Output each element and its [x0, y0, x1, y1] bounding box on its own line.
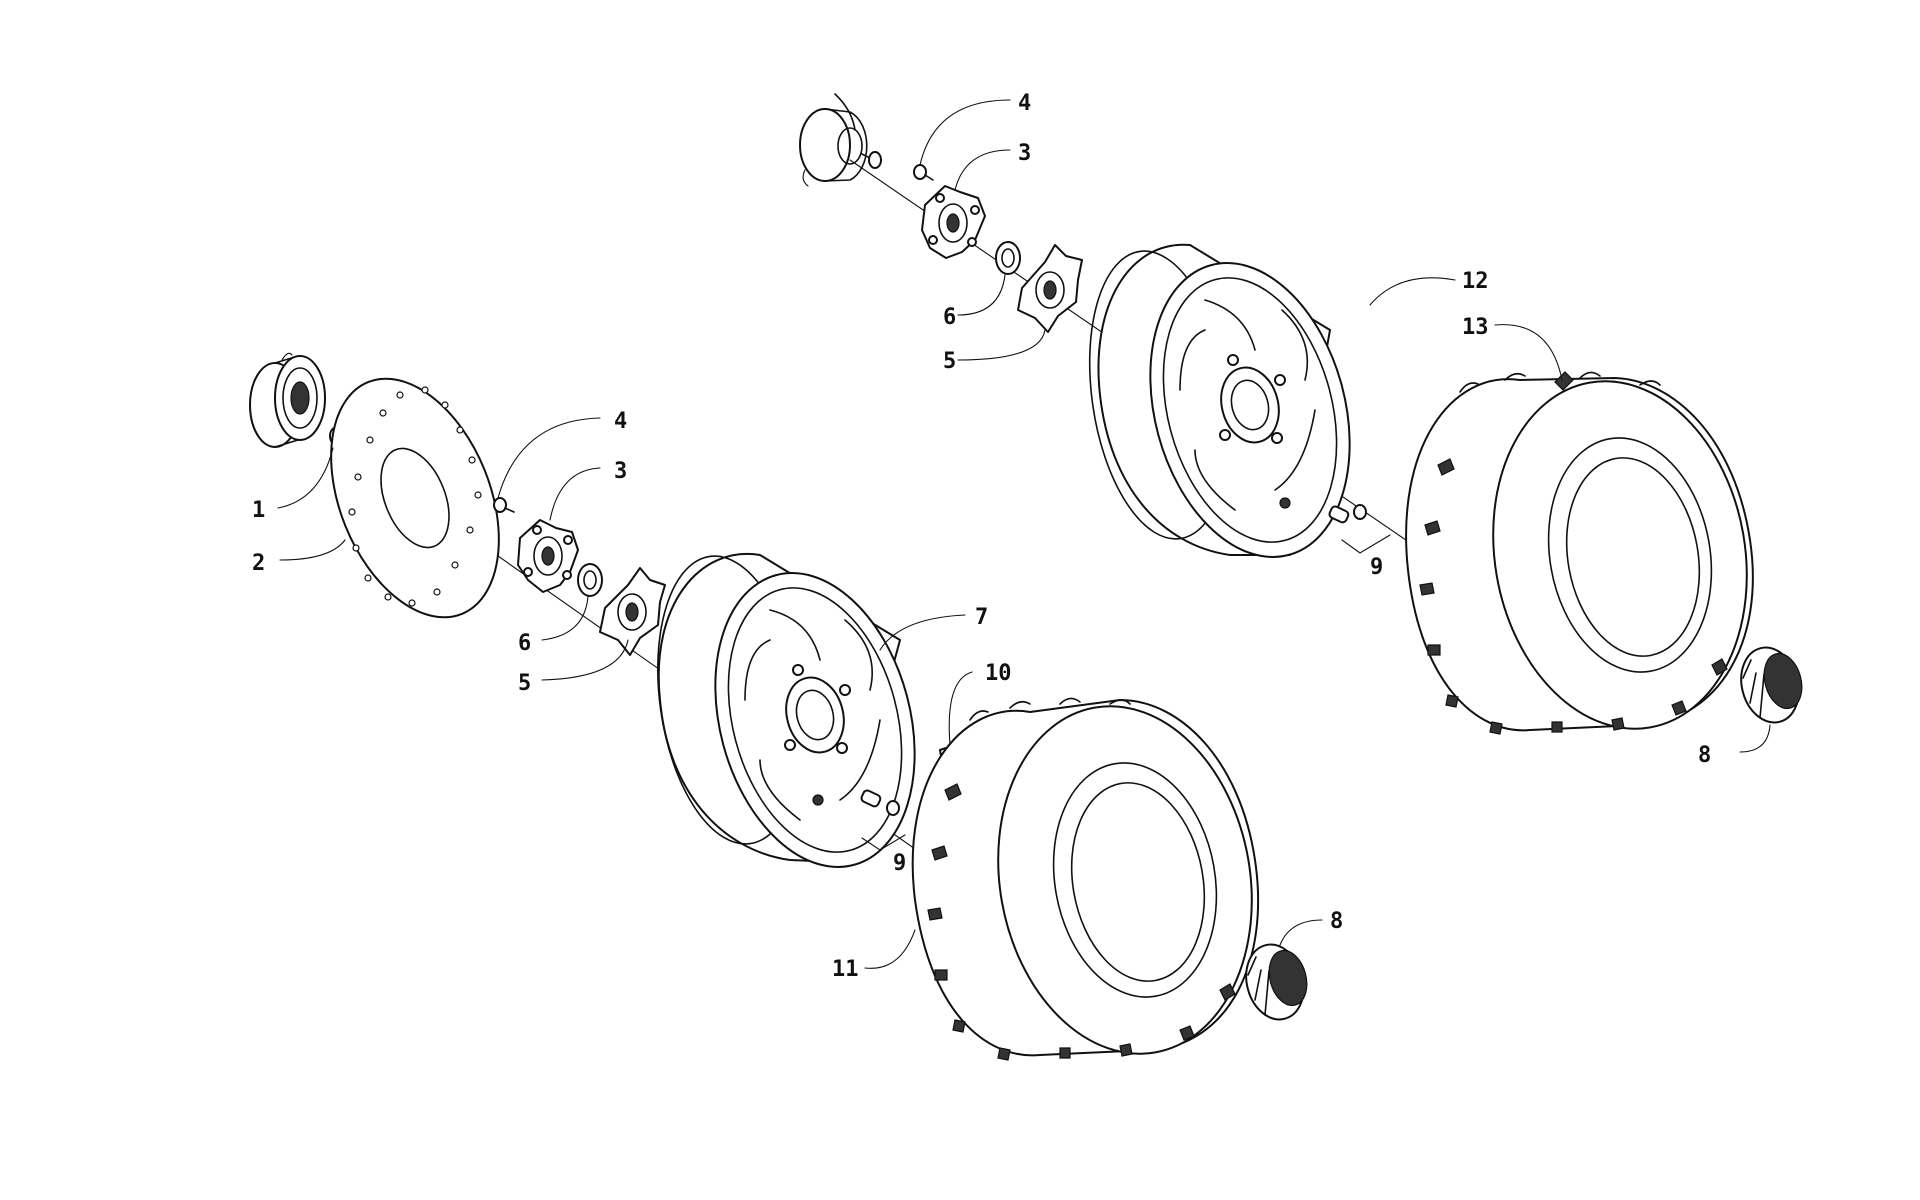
axle-bearing-lower [249, 352, 326, 448]
axle-nut-lower [577, 563, 603, 597]
valve-stem-lower [860, 789, 900, 816]
wheel-hub-lower [517, 519, 579, 593]
callout-3: 3 [1018, 141, 1031, 166]
tire-upper [1405, 371, 1754, 735]
callout-12: 12 [1462, 269, 1489, 294]
callout-1: 1 [252, 498, 265, 523]
callout-2: 2 [252, 551, 265, 576]
wheel-hub-upper [921, 185, 986, 259]
tire-lower [911, 697, 1260, 1061]
callout-9: 9 [1370, 555, 1383, 580]
callout-7: 7 [975, 605, 988, 630]
callout-9: 9 [893, 851, 906, 876]
callout-10: 10 [985, 661, 1012, 686]
brake-disc [330, 377, 500, 619]
valve-stem-upper [1328, 504, 1367, 524]
leader-lines [277, 99, 1771, 969]
wheel-rim-upper [1088, 243, 1351, 558]
callout-labels: 1 2 3 3 4 4 5 5 6 6 7 8 8 9 9 10 11 12 1… [252, 91, 1711, 982]
retainer-plate-upper [1017, 244, 1083, 333]
hub-cap-upper [1740, 646, 1803, 724]
callout-4: 4 [614, 409, 627, 434]
callout-6: 6 [943, 305, 956, 330]
wheel-stud-upper [913, 164, 934, 181]
callout-6: 6 [518, 631, 531, 656]
axle-nut-upper [995, 241, 1021, 275]
callout-8: 8 [1330, 909, 1343, 934]
axle-stub-upper [799, 93, 882, 187]
callout-5: 5 [518, 671, 531, 696]
wheel-stud-lower [493, 497, 515, 513]
callout-3: 3 [614, 459, 627, 484]
hub-cap-lower [1245, 943, 1308, 1021]
callout-5: 5 [943, 349, 956, 374]
callout-13: 13 [1462, 315, 1489, 340]
callout-8: 8 [1698, 743, 1711, 768]
retainer-plate-lower [599, 567, 666, 656]
callout-4: 4 [1018, 91, 1031, 116]
callout-11: 11 [832, 957, 859, 982]
